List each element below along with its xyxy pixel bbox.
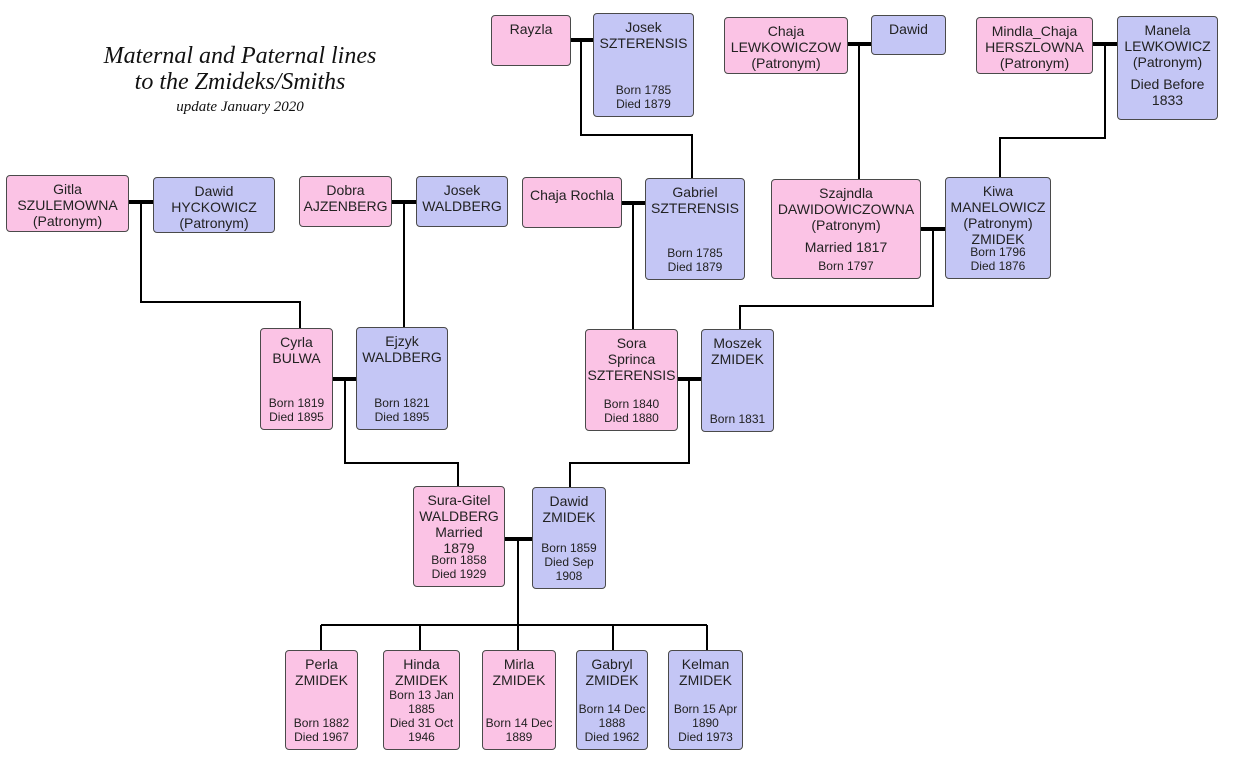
person-name: Dawid (889, 21, 928, 37)
person-name: Gabriel SZTERENSIS (651, 184, 739, 216)
person-dates: Born 1882 Died 1967 (293, 716, 350, 744)
person-dates: Born 1821 Died 1895 (374, 396, 430, 424)
person-dates: Born 1840 Died 1880 (603, 397, 660, 425)
person-dates: Born 14 Dec 1888 Died 1962 (578, 702, 646, 744)
person-name: Sura-Gitel WALDBERG Married 1879 (419, 492, 499, 556)
person-box-moszek[interactable]: Moszek ZMIDEK Born 1831 (701, 329, 774, 432)
person-box-gabriel[interactable]: Gabriel SZTERENSIS Born 1785 Died 1879 (645, 178, 745, 280)
person-box-sura-gitel[interactable]: Sura-Gitel WALDBERG Married 1879 Born 18… (413, 486, 505, 587)
person-box-perla[interactable]: Perla ZMIDEK Born 1882 Died 1967 (285, 650, 358, 750)
person-dates: Born 14 Dec 1889 (485, 716, 553, 744)
person-dates: Born 1859 Died Sep 1908 (541, 541, 597, 583)
person-name: Cyrla BULWA (272, 334, 321, 366)
person-box-dobra[interactable]: Dobra AJZENBERG (299, 176, 392, 227)
person-box-szajndla[interactable]: Szajndla DAWIDOWICZOWNA (Patronym) Marri… (771, 179, 921, 279)
chart-title-line-2: to the Zmideks/Smiths (134, 69, 346, 95)
person-box-ejzyk[interactable]: Ejzyk WALDBERG Born 1821 Died 1895 (356, 327, 448, 430)
person-box-hinda[interactable]: Hinda ZMIDEK Born 13 Jan 1885 Died 31 Oc… (383, 650, 460, 750)
descent-line (569, 379, 690, 487)
person-name: Moszek ZMIDEK (711, 335, 764, 367)
person-name: Mirla ZMIDEK (492, 656, 546, 688)
person-box-josek-waldberg[interactable]: Josek WALDBERG (416, 176, 508, 227)
person-name: Chaja Rochla (529, 187, 615, 203)
person-name: Manela LEWKOWICZ (Patronym) (1124, 22, 1211, 70)
person-name: Kelman ZMIDEK (679, 656, 732, 688)
person-box-cyrla[interactable]: Cyrla BULWA Born 1819 Died 1895 (260, 328, 333, 430)
person-name: Dawid ZMIDEK (542, 493, 596, 525)
person-dates: Born 1785 Died 1879 (615, 83, 672, 111)
person-box-gitla[interactable]: Gitla SZULEMOWNA (Patronym) (6, 175, 129, 232)
person-name: Dawid HYCKOWICZ (Patronym) (171, 183, 257, 231)
person-name: Szajndla DAWIDOWICZOWNA (Patronym) (777, 185, 915, 233)
person-box-dawid[interactable]: Dawid (871, 15, 946, 55)
person-name: Kiwa MANELOWICZ (Patronym) ZMIDEK (950, 183, 1046, 247)
person-box-dawid-zmidek[interactable]: Dawid ZMIDEK Born 1859 Died Sep 1908 (532, 487, 606, 589)
person-box-kiwa[interactable]: Kiwa MANELOWICZ (Patronym) ZMIDEK Born 1… (945, 177, 1051, 279)
person-name: Josek SZTERENSIS (599, 19, 688, 51)
descent-line (739, 229, 934, 329)
person-dates: Born 1796 Died 1876 (970, 245, 1026, 273)
person-name: Perla ZMIDEK (295, 656, 348, 688)
person-dates: Born 1785 Died 1879 (667, 246, 723, 274)
person-name: Chaja LEWKOWICZOW (Patronym) (730, 23, 842, 71)
person-name: Dobra AJZENBERG (303, 182, 388, 214)
person-box-mirla[interactable]: Mirla ZMIDEK Born 14 Dec 1889 (482, 650, 556, 750)
person-note: Married 1817 (804, 239, 888, 255)
person-box-chaja-rochla[interactable]: Chaja Rochla (522, 177, 622, 228)
person-box-mindla-chaja[interactable]: Mindla_Chaja HERSZLOWNA (Patronym) (976, 17, 1093, 74)
person-box-josek-szterensis[interactable]: Josek SZTERENSIS Born 1785 Died 1879 (593, 13, 694, 117)
person-dates: Born 1831 (709, 412, 766, 426)
person-box-dawid-hyckowicz[interactable]: Dawid HYCKOWICZ (Patronym) (153, 177, 275, 233)
person-name: Gabryl ZMIDEK (585, 656, 639, 688)
descent-line (140, 202, 301, 328)
person-box-rayzla[interactable]: Rayzla (491, 15, 571, 66)
chart-update-note: update January 2020 (176, 99, 304, 115)
descent-line (580, 40, 693, 178)
person-dates: Born 1797 (818, 259, 874, 273)
person-dates: Born 1858 Died 1929 (431, 553, 487, 581)
person-box-kelman[interactable]: Kelman ZMIDEK Born 15 Apr 1890 Died 1973 (668, 650, 743, 750)
person-name: Ejzyk WALDBERG (362, 333, 442, 365)
person-name: Rayzla (509, 21, 553, 37)
person-box-chaja-lewkowiczow[interactable]: Chaja LEWKOWICZOW (Patronym) (724, 17, 848, 74)
person-box-manela-lewkowicz[interactable]: Manela LEWKOWICZ (Patronym) Died Before … (1117, 16, 1218, 120)
person-name: Josek WALDBERG (422, 182, 502, 214)
person-box-gabryl[interactable]: Gabryl ZMIDEK Born 14 Dec 1888 Died 1962 (576, 650, 648, 750)
person-dates: Born 15 Apr 1890 Died 1973 (673, 702, 738, 744)
person-name: Mindla_Chaja HERSZLOWNA (Patronym) (985, 23, 1084, 71)
chart-title: Maternal and Paternal lines (103, 43, 377, 69)
descent-line (999, 44, 1106, 177)
descent-line (344, 379, 459, 486)
person-box-sora[interactable]: Sora Sprinca SZTERENSIS Born 1840 Died 1… (585, 329, 678, 431)
person-name: Hinda ZMIDEK (395, 656, 448, 688)
person-name: Sora Sprinca SZTERENSIS (587, 335, 676, 383)
person-note: Died Before 1833 (1130, 76, 1205, 108)
person-dates: Born 1819 Died 1895 (268, 396, 325, 424)
person-name: Gitla SZULEMOWNA (Patronym) (17, 181, 118, 229)
person-dates: Born 13 Jan 1885 Died 31 Oct 1946 (389, 688, 454, 744)
